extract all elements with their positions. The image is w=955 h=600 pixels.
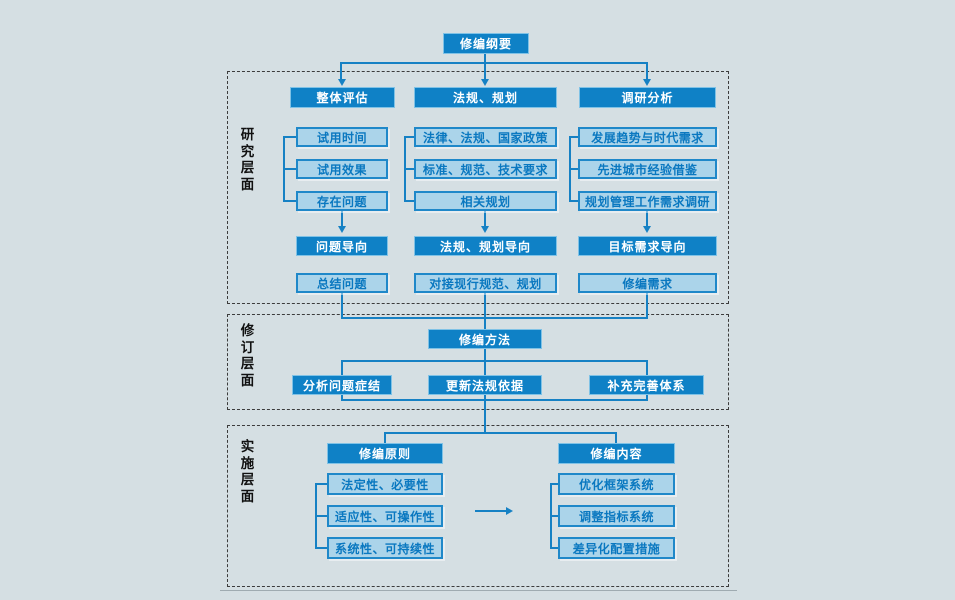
section-frame-revision	[227, 314, 729, 410]
node-update-legal-basis: 更新法规依据	[428, 375, 542, 395]
bracket	[315, 483, 327, 485]
node-regulations-planning: 法规、规划	[414, 87, 557, 108]
node-summarize-problems: 总结问题	[296, 273, 388, 293]
node-revision-principles: 修编原则	[327, 443, 443, 464]
bracket	[404, 136, 414, 138]
node-adaptability-operability: 适应性、可操作性	[327, 505, 443, 527]
node-legality-necessity: 法定性、必要性	[327, 473, 443, 495]
arrow-down-icon	[480, 226, 489, 233]
connector	[341, 399, 648, 401]
connector	[384, 432, 386, 443]
connector	[341, 211, 343, 227]
connector	[646, 211, 648, 227]
connector	[484, 399, 486, 434]
node-goal-demand-oriented: 目标需求导向	[578, 236, 717, 256]
section-label-implementation: 实施层面	[240, 439, 255, 504]
connector	[646, 293, 648, 319]
node-city-experience: 先进城市经验借鉴	[578, 159, 717, 179]
bottom-divider	[220, 590, 737, 591]
connector	[341, 360, 648, 362]
connector	[340, 62, 648, 64]
section-label-revision: 修订层面	[240, 323, 255, 388]
node-problem-oriented: 问题导向	[296, 236, 388, 256]
arrow-down-icon	[337, 79, 346, 86]
connector	[484, 349, 486, 362]
connector	[341, 317, 648, 319]
arrow-down-icon	[480, 79, 489, 86]
node-laws-policies: 法律、法规、国家政策	[414, 127, 557, 147]
bracket	[283, 168, 297, 170]
node-management-research: 规划管理工作需求调研	[578, 191, 717, 211]
connector	[484, 293, 486, 319]
node-regulation-oriented: 法规、规划导向	[414, 236, 557, 256]
bracket	[569, 200, 578, 202]
node-trial-time: 试用时间	[296, 127, 388, 147]
bracket	[315, 515, 327, 517]
connector	[484, 317, 486, 330]
node-analyze-problems: 分析问题症结	[292, 375, 392, 395]
node-improve-system: 补充完善体系	[589, 375, 704, 395]
node-related-planning: 相关规划	[414, 191, 557, 211]
bracket	[315, 547, 327, 549]
connector	[340, 62, 342, 79]
bracket	[404, 200, 414, 202]
node-adjust-indicators: 调整指标系统	[558, 505, 675, 527]
node-align-standards: 对接现行规范、规划	[414, 273, 557, 293]
section-frame-implementation	[227, 425, 729, 587]
bracket	[283, 200, 297, 202]
connector	[615, 432, 617, 443]
bracket	[569, 136, 578, 138]
arrow-right-icon	[506, 506, 513, 515]
arrow-down-icon	[642, 226, 651, 233]
bracket	[283, 136, 297, 138]
connector	[646, 62, 648, 79]
node-standards-requirements: 标准、规范、技术要求	[414, 159, 557, 179]
node-differentiated-measures: 差异化配置措施	[558, 537, 675, 559]
arrow-down-icon	[337, 226, 346, 233]
node-revision-outline: 修编纲要	[443, 33, 529, 54]
connector	[341, 293, 343, 319]
node-revision-method: 修编方法	[428, 329, 542, 349]
bracket	[550, 515, 558, 517]
node-trial-effect: 试用效果	[296, 159, 388, 179]
connector	[475, 510, 507, 512]
node-research-analysis: 调研分析	[579, 87, 716, 108]
bracket	[404, 168, 414, 170]
connector	[484, 211, 486, 227]
node-development-trends: 发展趋势与时代需求	[578, 127, 717, 147]
bracket	[550, 483, 558, 485]
node-revision-demand: 修编需求	[578, 273, 717, 293]
node-optimize-framework: 优化框架系统	[558, 473, 675, 495]
node-systematic-sustainability: 系统性、可持续性	[327, 537, 443, 559]
node-revision-content: 修编内容	[558, 443, 675, 464]
bracket	[569, 168, 578, 170]
node-overall-evaluation: 整体评估	[290, 87, 395, 108]
connector	[484, 53, 486, 80]
arrow-down-icon	[642, 79, 651, 86]
node-existing-problems: 存在问题	[296, 191, 388, 211]
section-label-research: 研究层面	[240, 127, 255, 192]
connector	[384, 432, 617, 434]
bracket	[550, 547, 558, 549]
section-frame-research	[227, 71, 729, 304]
